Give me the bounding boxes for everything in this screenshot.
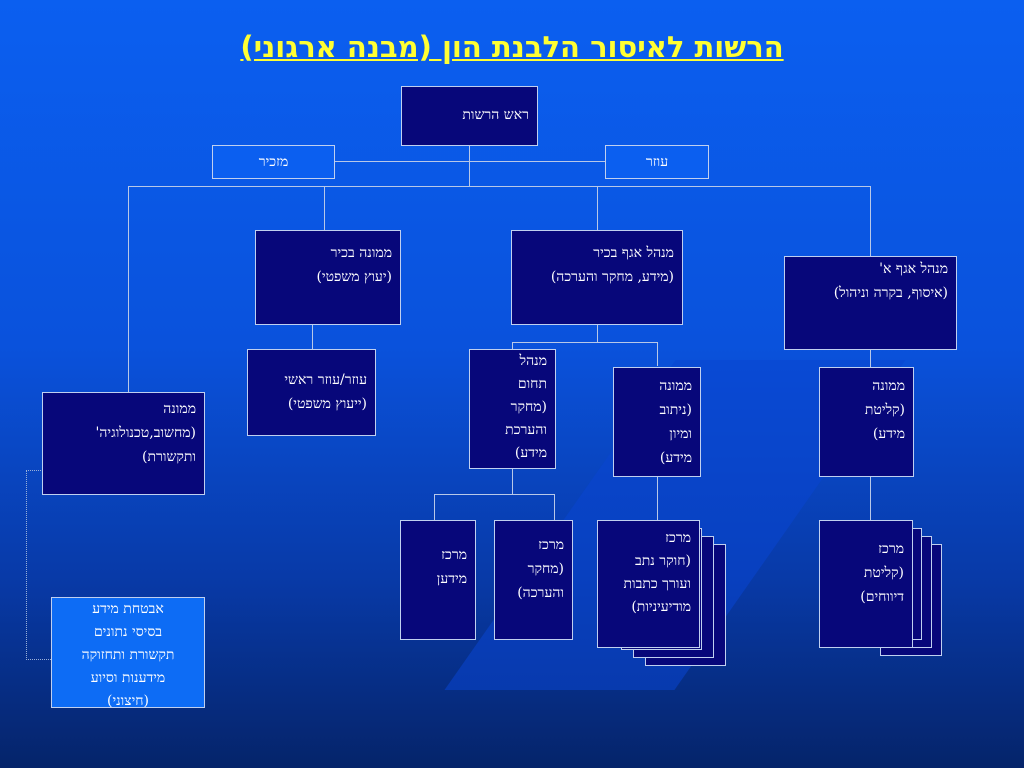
node-intake: ממונה (קליטת מידע) <box>819 367 914 477</box>
node-collection-division: מנהל אגף א' (איסוף, בקרה וניהול) <box>784 256 957 350</box>
connector <box>469 146 470 186</box>
node-head: ראש הרשות <box>401 86 538 146</box>
node-routing: ממונה (ניתוב ומיון מידע) <box>613 367 701 477</box>
connector <box>512 342 513 350</box>
connector <box>870 186 871 256</box>
connector <box>870 477 871 520</box>
connector <box>657 477 658 520</box>
connector <box>597 186 598 230</box>
connector <box>128 186 871 187</box>
connector <box>657 342 658 366</box>
connector <box>512 468 513 494</box>
connector <box>870 349 871 367</box>
node-security: אבטחת מידע בסיסי נתונים תקשורת ותחזוקה מ… <box>51 597 205 709</box>
node-investigator-center: מרכז (חוקר נתב ועורך כתבות מודיעיניות) <box>597 520 700 648</box>
node-secretary: מזכיר <box>212 145 335 179</box>
connector <box>335 161 605 162</box>
node-research-center: מרכז (מחקר והערכה) <box>494 520 573 640</box>
connector <box>434 494 555 495</box>
connector <box>512 342 658 343</box>
connector <box>597 324 598 342</box>
dotted-connector <box>26 470 53 660</box>
connector <box>312 324 313 350</box>
connector <box>128 186 129 392</box>
node-assistant: עוזר <box>605 145 709 179</box>
connector <box>554 494 555 520</box>
node-legal-manager: ממונה בכיר (יעוץ משפטי) <box>255 230 401 325</box>
node-reports-center: מרכז (קליטת דיווחים) <box>819 520 913 648</box>
node-it: ממונה (מחשוב,טכנולוגיה' ותקשורת) <box>42 392 205 495</box>
node-research-division: מנהל אגף בכיר (מידע, מחקר והערכה) <box>511 230 683 325</box>
node-legal-assistant: עוזר/עוזר ראשי (ייעוץ משפטי) <box>247 349 376 436</box>
node-research-field: מנהל תחום (מחקר והערכת מידע) <box>469 349 556 469</box>
page-title: הרשות לאיסור הלבנת הון (מבנה ארגוני) <box>240 30 784 64</box>
connector <box>324 186 325 230</box>
connector <box>434 494 435 520</box>
node-info-center: מרכז מידען <box>400 520 476 640</box>
